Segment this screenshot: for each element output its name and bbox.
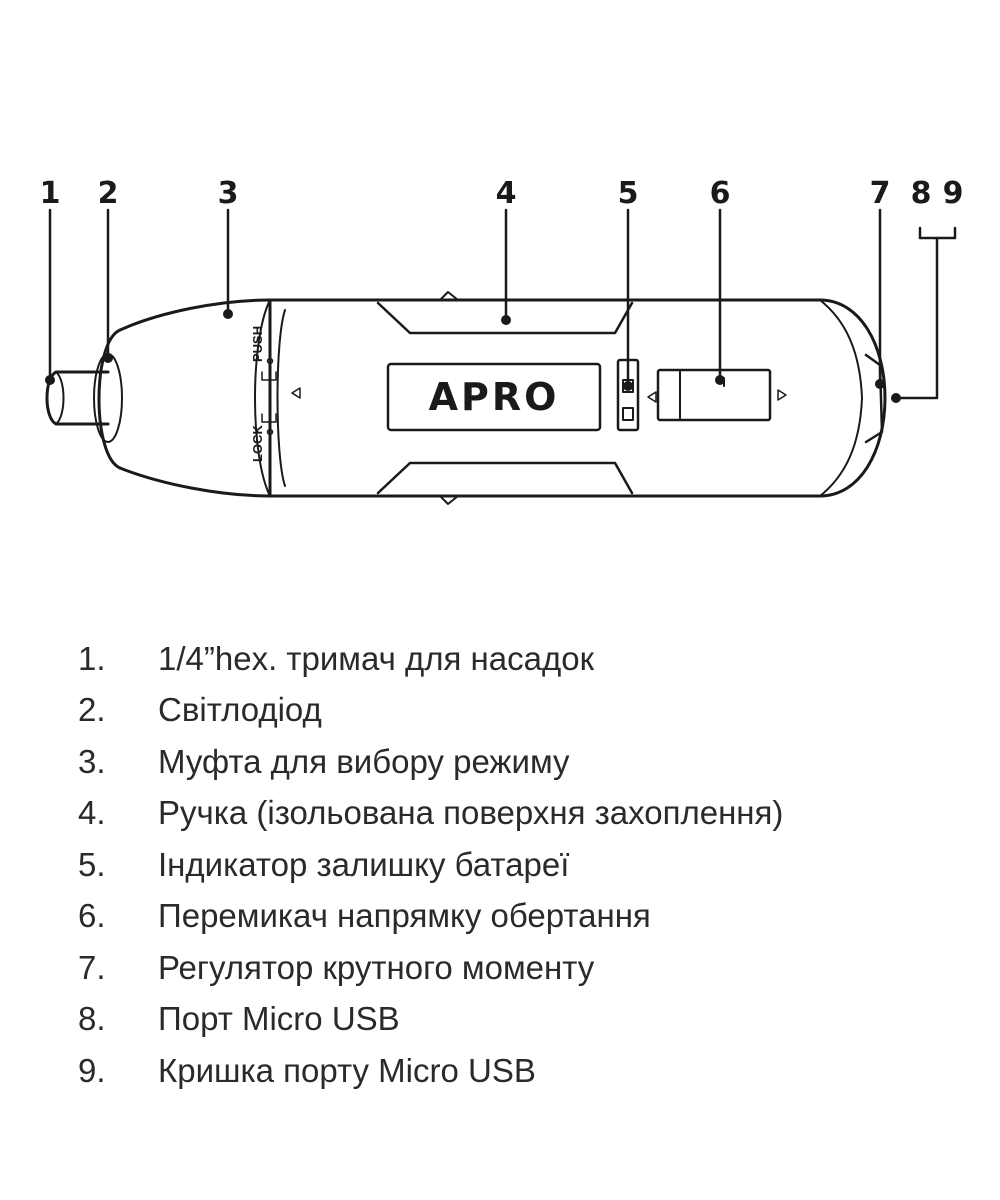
- legend-text: Перемикач напрямку обертання: [158, 897, 651, 935]
- led-ring: [97, 328, 122, 470]
- callout-6: 6: [710, 176, 731, 211]
- lock-label: LOCK: [250, 425, 265, 462]
- brand-logo: APRO: [429, 375, 560, 419]
- legend-number: 6.: [78, 897, 106, 935]
- legend-number: 2.: [78, 691, 106, 729]
- push-label: PUSH: [250, 326, 265, 362]
- direction-switch: [656, 368, 772, 422]
- callout-8: 8: [911, 176, 932, 211]
- callout-9: 9: [943, 176, 964, 211]
- callout-4: 4: [496, 176, 517, 211]
- legend-text: Регулятор крутного моменту: [158, 948, 595, 986]
- legend-text: Муфта для вибору режиму: [158, 742, 570, 780]
- legend-number: 1.: [78, 639, 106, 677]
- parts-legend: 1. 1/4”hex. тримач для насадок 2. Світлоді…: [78, 633, 783, 1097]
- legend-item: 6. Перемикач напрямку обертання: [78, 891, 783, 943]
- top-grip: [376, 301, 634, 335]
- callout-1: 1: [40, 176, 61, 211]
- legend-item: 4. Ручка (ізольована поверхня захоплення): [78, 788, 783, 840]
- legend-item: 1. 1/4”hex. тримач для насадок: [78, 633, 783, 685]
- left-arrow-icon: [647, 391, 657, 403]
- legend-number: 5.: [78, 845, 106, 883]
- legend-number: 4.: [78, 794, 106, 832]
- legend-text: Індикатор залишку батареї: [158, 845, 570, 883]
- legend-number: 8.: [78, 1000, 106, 1038]
- legend-number: 7.: [78, 948, 106, 986]
- body-outline: [268, 298, 887, 498]
- legend-text: Ручка (ізольована поверхня захоплення): [158, 794, 784, 832]
- legend-number: 9.: [78, 1051, 106, 1089]
- mode-collar: [118, 298, 272, 498]
- legend-text: Порт Micro USB: [158, 1000, 400, 1038]
- legend-item: 2. Світлодіод: [78, 685, 783, 737]
- legend-text: Світлодіод: [158, 691, 322, 729]
- screwdriver-diagram: 1 2 3 4 5 6 7 8 9 APRO PUSH LOCK: [40, 176, 964, 505]
- logo-panel: [386, 362, 602, 432]
- callout-3: 3: [218, 176, 239, 211]
- right-arrow-icon: [777, 389, 787, 401]
- collar-arrow-icon: [291, 387, 301, 399]
- bottom-grip: [376, 461, 634, 495]
- legend-text: 1/4”hex. тримач для насадок: [158, 639, 595, 677]
- callout-5: 5: [618, 176, 639, 211]
- legend-text: Кришка порту Micro USB: [158, 1051, 536, 1089]
- legend-item: 9. Кришка порту Micro USB: [78, 1045, 783, 1097]
- legend-item: 8. Порт Micro USB: [78, 994, 783, 1046]
- legend-number: 3.: [78, 742, 106, 780]
- legend-item: 7. Регулятор крутного моменту: [78, 942, 783, 994]
- callout-7: 7: [870, 176, 891, 211]
- callout-2: 2: [98, 176, 119, 211]
- torque-regulator: [864, 353, 884, 444]
- legend-item: 5. Індикатор залишку батареї: [78, 839, 783, 891]
- legend-item: 3. Муфта для вибору режиму: [78, 736, 783, 788]
